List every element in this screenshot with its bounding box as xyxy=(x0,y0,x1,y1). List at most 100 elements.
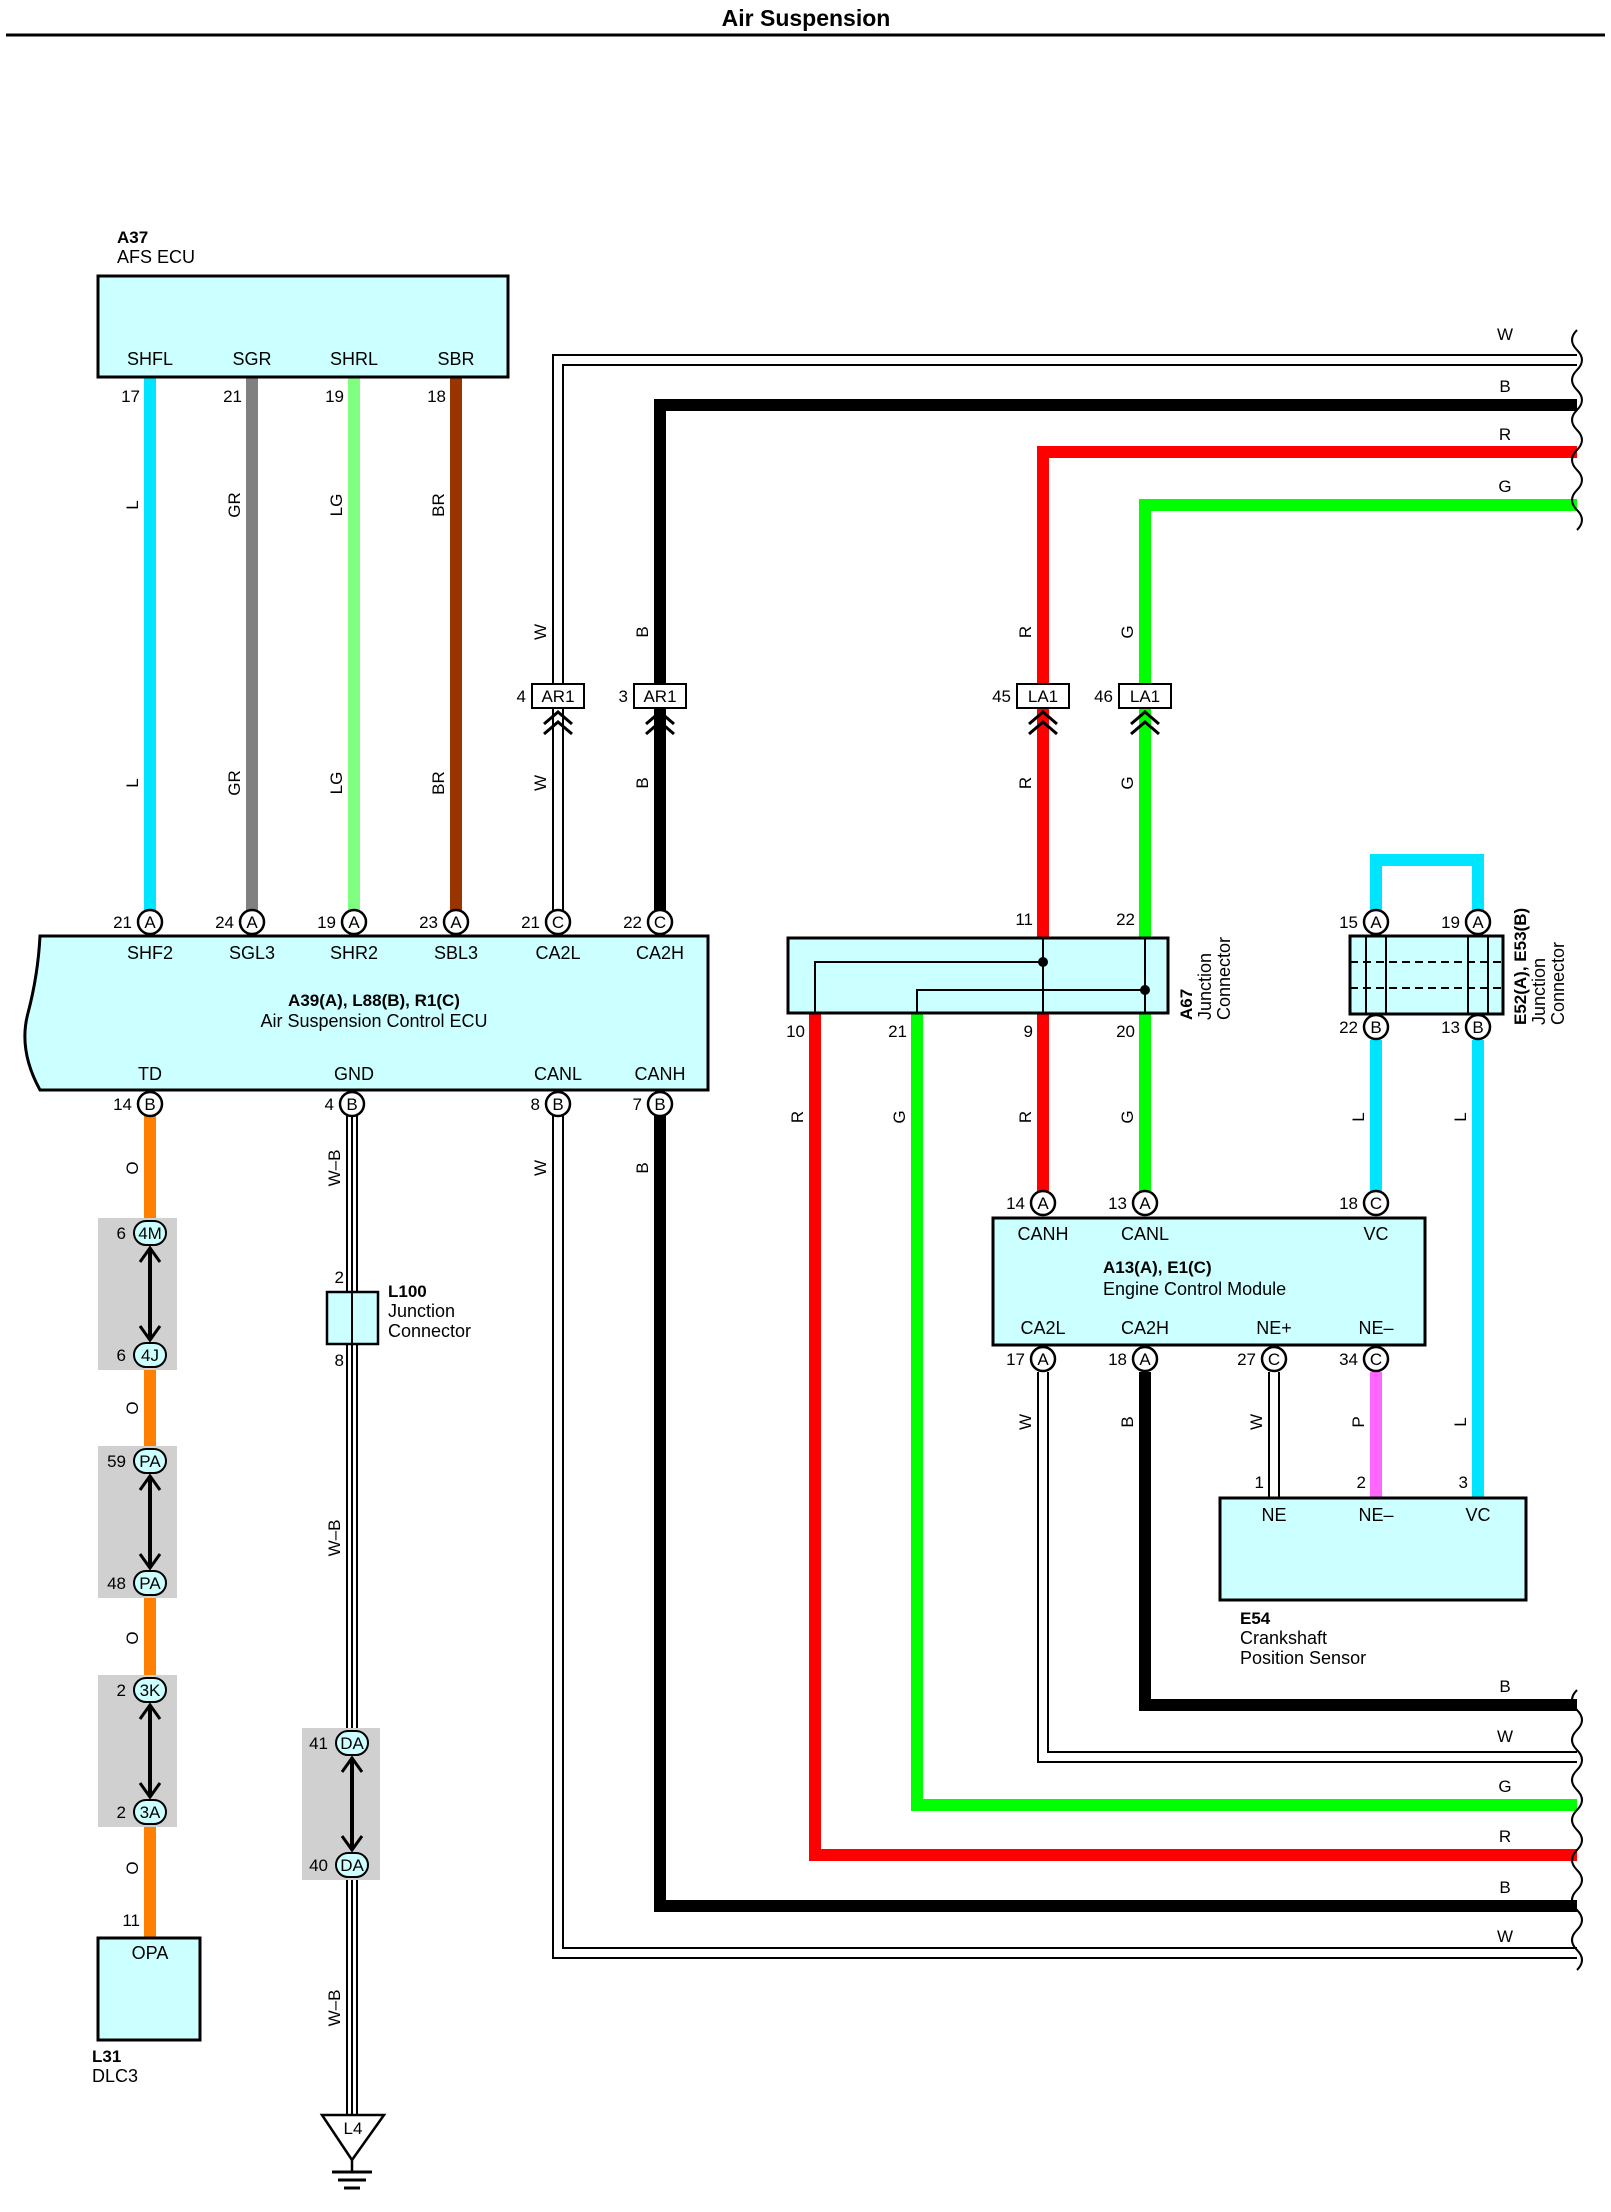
svg-text:O: O xyxy=(123,1161,142,1174)
svg-text:6: 6 xyxy=(117,1224,126,1243)
l100-id: L100 xyxy=(388,1282,427,1301)
svg-text:CA2L: CA2L xyxy=(535,943,580,963)
svg-text:A: A xyxy=(1139,1350,1151,1369)
svg-text:W: W xyxy=(531,1160,550,1176)
svg-text:CANL: CANL xyxy=(534,1064,582,1084)
offpage-breaks xyxy=(1571,329,1583,1971)
svg-text:19: 19 xyxy=(1441,913,1460,932)
svg-text:SBR: SBR xyxy=(437,349,474,369)
svg-text:SGL3: SGL3 xyxy=(229,943,275,963)
wire-B-ecm-ca2h xyxy=(1139,1372,1577,1711)
svg-text:A: A xyxy=(1472,913,1484,932)
air-ecu-bottom-pins: B14 B4 B8 B7 xyxy=(113,1090,674,1118)
a67-id: A67 xyxy=(1177,989,1196,1020)
svg-text:59: 59 xyxy=(107,1452,126,1471)
ecm-id: A13(A), E1(C) xyxy=(1103,1258,1212,1277)
svg-text:11: 11 xyxy=(1015,910,1033,929)
svg-text:CA2H: CA2H xyxy=(636,943,684,963)
dlc3-connector: OPA 11 L31 DLC3 xyxy=(92,1911,202,2086)
wire-L-loop xyxy=(1370,854,1484,922)
svg-text:Crankshaft: Crankshaft xyxy=(1240,1628,1327,1648)
svg-text:CA2L: CA2L xyxy=(1020,1318,1065,1338)
svg-text:18: 18 xyxy=(1108,1350,1127,1369)
svg-text:W–B: W–B xyxy=(325,1150,344,1187)
air-suspension-ecu: A39(A), L88(B), R1(C) Air Suspension Con… xyxy=(23,934,710,1092)
wire-B-ca2h-loop xyxy=(654,399,1577,1912)
inline-connector-la1-r: LA1 45 xyxy=(992,683,1070,736)
svg-text:L: L xyxy=(123,778,142,787)
inline-connector-la1-g: LA1 46 xyxy=(1094,683,1172,736)
svg-text:B: B xyxy=(1118,1416,1137,1427)
svg-text:23: 23 xyxy=(419,913,438,932)
svg-text:2: 2 xyxy=(117,1681,126,1700)
svg-text:14: 14 xyxy=(1006,1194,1025,1213)
svg-text:CANL: CANL xyxy=(1121,1224,1169,1244)
svg-text:SHF2: SHF2 xyxy=(127,943,173,963)
svg-text:P: P xyxy=(1349,1416,1368,1427)
afs-ecu: A37 AFS ECU SHFL SGR SHRL SBR 17 21 19 1… xyxy=(96,228,510,406)
svg-text:GR: GR xyxy=(225,770,244,796)
svg-text:SGR: SGR xyxy=(232,349,271,369)
svg-text:B: B xyxy=(633,1162,652,1173)
svg-text:A: A xyxy=(1037,1350,1049,1369)
svg-text:8: 8 xyxy=(531,1095,540,1114)
svg-text:21: 21 xyxy=(223,387,242,406)
svg-text:B: B xyxy=(144,1095,155,1114)
svg-text:18: 18 xyxy=(427,387,446,406)
svg-text:4J: 4J xyxy=(141,1346,159,1365)
svg-text:13: 13 xyxy=(1441,1018,1460,1037)
wire-W-ca2l-loop xyxy=(552,354,1577,1959)
svg-text:B: B xyxy=(633,777,652,788)
svg-text:VC: VC xyxy=(1465,1505,1490,1525)
svg-text:L4: L4 xyxy=(344,2119,363,2138)
svg-text:LG: LG xyxy=(327,494,346,517)
svg-text:6: 6 xyxy=(117,1346,126,1365)
svg-text:AR1: AR1 xyxy=(541,687,574,706)
svg-text:O: O xyxy=(123,1401,142,1414)
svg-text:CANH: CANH xyxy=(1017,1224,1068,1244)
svg-text:11: 11 xyxy=(122,1911,140,1930)
svg-text:C: C xyxy=(1268,1350,1280,1369)
svg-text:Junction: Junction xyxy=(1529,958,1549,1025)
svg-text:8: 8 xyxy=(335,1351,344,1370)
svg-text:B: B xyxy=(346,1095,357,1114)
svg-text:18: 18 xyxy=(1339,1194,1358,1213)
svg-text:17: 17 xyxy=(1006,1350,1025,1369)
svg-text:27: 27 xyxy=(1237,1350,1256,1369)
svg-text:2: 2 xyxy=(335,1268,344,1287)
svg-text:21: 21 xyxy=(521,913,540,932)
svg-text:34: 34 xyxy=(1339,1350,1358,1369)
e52-id: E52(A), E53(B) xyxy=(1511,908,1530,1025)
svg-text:2: 2 xyxy=(1357,1473,1366,1492)
wire-G-canl-upper xyxy=(1139,499,1577,1192)
svg-text:41: 41 xyxy=(309,1734,328,1753)
svg-text:SHR2: SHR2 xyxy=(330,943,378,963)
afs-ecu-id: A37 xyxy=(117,228,148,247)
connector-pair-4m-4j: 4M6 4J6 xyxy=(98,1218,177,1370)
svg-text:15: 15 xyxy=(1339,913,1358,932)
svg-text:R: R xyxy=(1499,1827,1511,1846)
svg-text:C: C xyxy=(654,913,666,932)
svg-text:14: 14 xyxy=(113,1095,132,1114)
svg-text:L: L xyxy=(1349,1112,1368,1121)
svg-text:A: A xyxy=(450,913,462,932)
air-ecu-id: A39(A), L88(B), R1(C) xyxy=(288,991,460,1010)
engine-control-module: A13(A), E1(C) Engine Control Module CANH… xyxy=(991,1189,1427,1373)
svg-text:1: 1 xyxy=(1255,1473,1264,1492)
svg-text:CANH: CANH xyxy=(634,1064,685,1084)
svg-text:W: W xyxy=(1497,1727,1513,1746)
svg-text:L: L xyxy=(1451,1112,1470,1121)
svg-text:21: 21 xyxy=(888,1022,907,1041)
svg-text:24: 24 xyxy=(215,913,234,932)
svg-text:Connector: Connector xyxy=(1548,942,1568,1025)
svg-text:LG: LG xyxy=(327,772,346,795)
vertical-wire-labels: L L GR GR LG LG BR BR W W B B R R G G R … xyxy=(123,492,1470,2026)
crankshaft-position-sensor: NE NE– VC 1 2 3 E54 Crankshaft Position … xyxy=(1218,1473,1528,1668)
svg-text:LA1: LA1 xyxy=(1028,687,1058,706)
page-title: Air Suspension xyxy=(722,5,891,31)
svg-text:7: 7 xyxy=(633,1095,642,1114)
svg-text:DA: DA xyxy=(340,1856,364,1875)
e52-e53-junction-connector: A15 A19 B22 B13 E52(A), E53(B) Junction … xyxy=(1339,908,1568,1041)
svg-text:SHFL: SHFL xyxy=(127,349,173,369)
